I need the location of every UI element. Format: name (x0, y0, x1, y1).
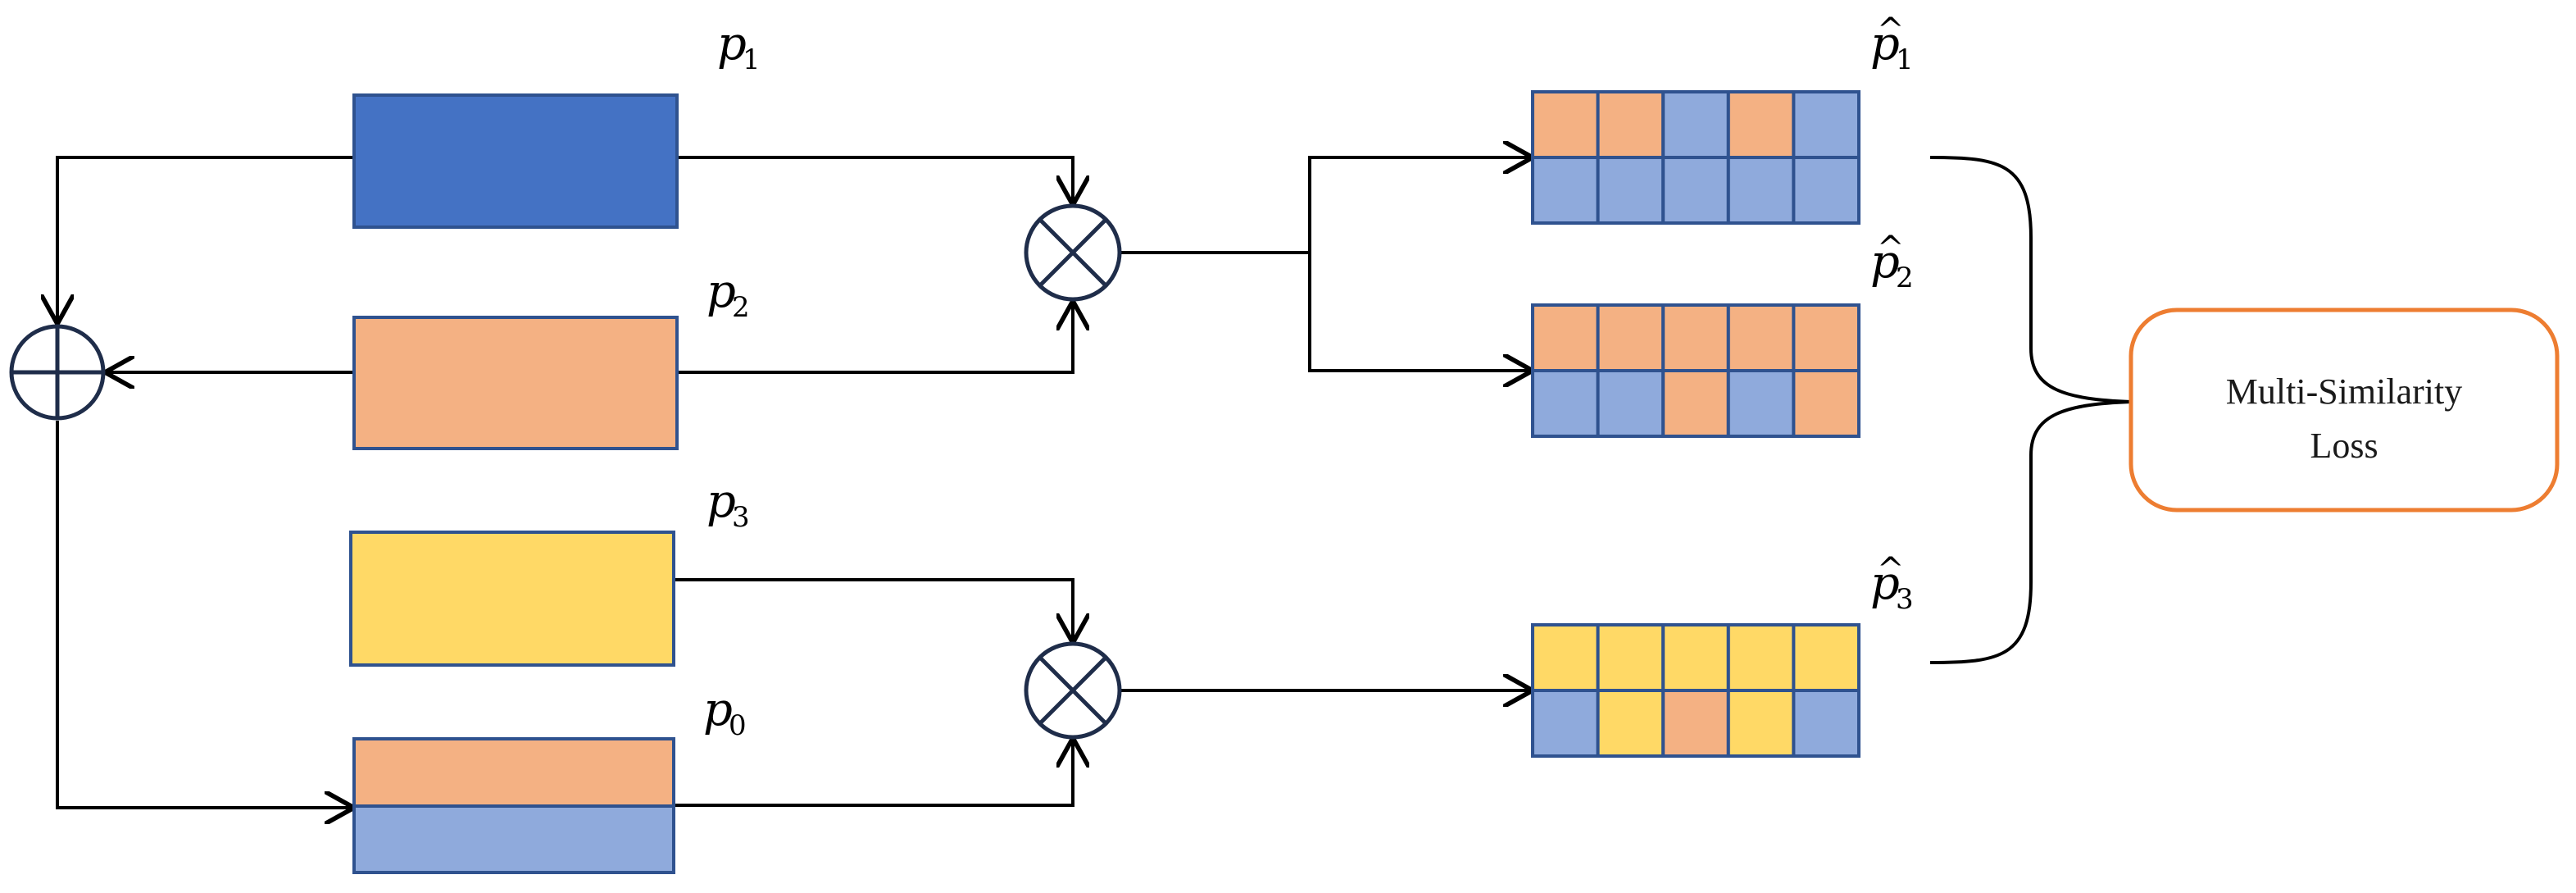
p3-hat-grid (1531, 623, 1860, 758)
p2-hat-label: ^ p 2 (1870, 230, 1914, 294)
p3-hat-cell-r1-c0 (1531, 689, 1600, 758)
p3-label-base: p (706, 475, 736, 528)
p2-hat-cell-r1-c4 (1792, 369, 1860, 438)
multiply-operator-bottom (1024, 641, 1122, 740)
p3-hat-cell-r1-c4 (1792, 689, 1860, 758)
p1-hat-cell-r0-c1 (1596, 90, 1665, 159)
p3-hat-cell-r0-c2 (1661, 623, 1730, 692)
p2-hat-cell-r0-c0 (1531, 303, 1600, 372)
p3-hat-cell-r1-c3 (1726, 689, 1796, 758)
p1-hat-grid (1531, 90, 1860, 225)
p2-hat-cell-r0-c2 (1661, 303, 1730, 372)
p1-to-multiply-arrow (677, 156, 1073, 205)
p0-label-sub: 0 (729, 709, 747, 742)
p0-to-multiply-arrow (674, 738, 1073, 807)
p3-hat-label: ^ p 3 (1870, 551, 1914, 616)
p2-hat-cell-r0-c1 (1596, 303, 1665, 372)
p1-hat-label: ^ p 1 (1870, 11, 1914, 76)
p3-block (349, 531, 675, 667)
p1-hat-cell-r1-c1 (1596, 156, 1665, 225)
connections (56, 156, 2132, 808)
p1-hat-cell-r0-c3 (1726, 90, 1796, 159)
p3-hat-cell-r1-c2 (1661, 689, 1730, 758)
p2-hat-base: p (1870, 235, 1900, 289)
p1-hat-mark: ^ (1877, 11, 1905, 49)
p3-label-sub: 3 (732, 501, 750, 534)
multi-similarity-loss-box: Multi-Similarity Loss (2128, 308, 2560, 513)
loss-label-line1: Multi-Similarity (2226, 371, 2462, 412)
p1-hat-cell-r0-c0 (1531, 90, 1600, 159)
p1-hat-cell-r1-c2 (1661, 156, 1730, 225)
p1-hat-base: p (1870, 17, 1900, 71)
p2-label: p 2 (706, 265, 750, 324)
p3-label: p 3 (706, 475, 750, 534)
input-blocks (349, 93, 679, 874)
p3-hat-cell-r0-c3 (1726, 623, 1796, 692)
p1-label-base: p (717, 17, 747, 71)
loss-label-line2: Loss (2310, 426, 2378, 466)
p2-hat-mark: ^ (1877, 230, 1905, 267)
p1-hat-cell-r1-c4 (1792, 156, 1860, 225)
p1-hat-sub: 1 (1896, 43, 1914, 76)
p1-block (352, 93, 679, 229)
p1-hat-cell-r1-c3 (1726, 156, 1796, 225)
p3-hat-base: p (1870, 557, 1900, 610)
p2-hat-cell-r1-c3 (1726, 369, 1796, 438)
p2-hat-cell-r0-c4 (1792, 303, 1860, 372)
p3-hat-sub: 3 (1896, 583, 1914, 616)
p2-hat-cell-r1-c1 (1596, 369, 1665, 438)
p1-hat-cell-r1-c0 (1531, 156, 1600, 225)
p2-hat-cell-r1-c2 (1661, 369, 1730, 438)
p1-hat-cell-r0-c4 (1792, 90, 1860, 159)
p3-hat-cell-r0-c4 (1792, 623, 1860, 692)
p2-hat-cell-r1-c0 (1531, 369, 1600, 438)
p2-block (352, 316, 679, 450)
add-to-p0-arrow (56, 421, 354, 808)
p2-label-base: p (706, 265, 736, 318)
p2-hat-sub: 2 (1896, 262, 1914, 294)
p2-hat-cell-r0-c3 (1726, 303, 1796, 372)
p0-label-base: p (703, 683, 733, 736)
add-operator (9, 324, 106, 421)
grouping-brace (1929, 156, 2132, 664)
p1-to-add-arrow (57, 156, 354, 324)
p2-to-multiply-arrow (677, 301, 1073, 374)
p2-hat-grid (1531, 303, 1860, 438)
p3-hat-mark: ^ (1877, 551, 1905, 589)
p3-hat-cell-r0-c0 (1531, 623, 1600, 692)
p0-block-bottom (352, 804, 675, 874)
to-p1hat-arrow (1308, 157, 1533, 253)
p3-to-multiply-arrow (674, 578, 1073, 643)
multiply-operator-top (1024, 203, 1122, 302)
p2-label-sub: 2 (732, 291, 750, 324)
to-p2hat-arrow (1308, 253, 1533, 371)
p0-block-top (352, 737, 675, 808)
p1-label: p 1 (717, 17, 761, 76)
p1-hat-cell-r0-c2 (1661, 90, 1730, 159)
p0-label: p 0 (703, 683, 747, 742)
p3-hat-cell-r1-c1 (1596, 689, 1665, 758)
p1-label-sub: 1 (743, 43, 761, 76)
p3-hat-cell-r0-c1 (1596, 623, 1665, 692)
